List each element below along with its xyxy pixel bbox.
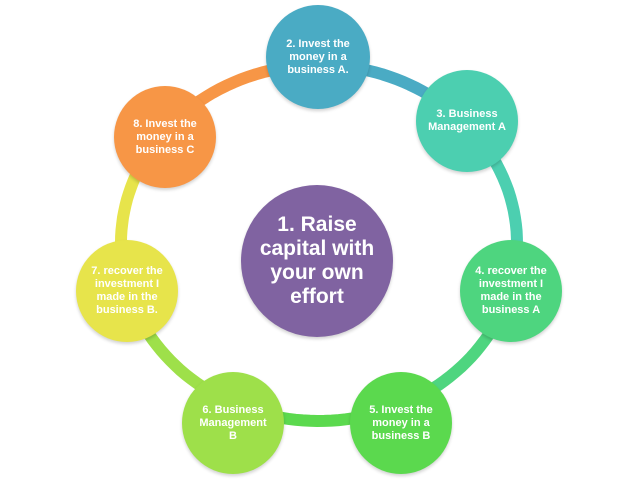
node-6: 6. Business Management B bbox=[182, 372, 284, 474]
node-7-label: 7. recover the investment I made in the … bbox=[91, 265, 163, 316]
node-4-label: 4. recover the investment I made in the … bbox=[475, 265, 547, 316]
node-8: 8. Invest the money in a business C bbox=[114, 86, 216, 188]
node-3-label: 3. Business Management A bbox=[428, 108, 506, 133]
center-node: 1. Raise capital with your own effort bbox=[241, 185, 393, 337]
node-3: 3. Business Management A bbox=[416, 70, 518, 172]
node-6-label: 6. Business Management B bbox=[199, 403, 267, 442]
center-node-label: 1. Raise capital with your own effort bbox=[259, 213, 375, 308]
node-2-label: 2. Invest the money in a business A. bbox=[286, 37, 350, 76]
node-2: 2. Invest the money in a business A. bbox=[266, 5, 370, 109]
node-5-label: 5. Invest the money in a business B bbox=[369, 403, 433, 442]
node-7: 7. recover the investment I made in the … bbox=[76, 240, 178, 342]
node-8-label: 8. Invest the money in a business C bbox=[133, 117, 197, 156]
node-5: 5. Invest the money in a business B bbox=[350, 372, 452, 474]
node-4: 4. recover the investment I made in the … bbox=[460, 240, 562, 342]
